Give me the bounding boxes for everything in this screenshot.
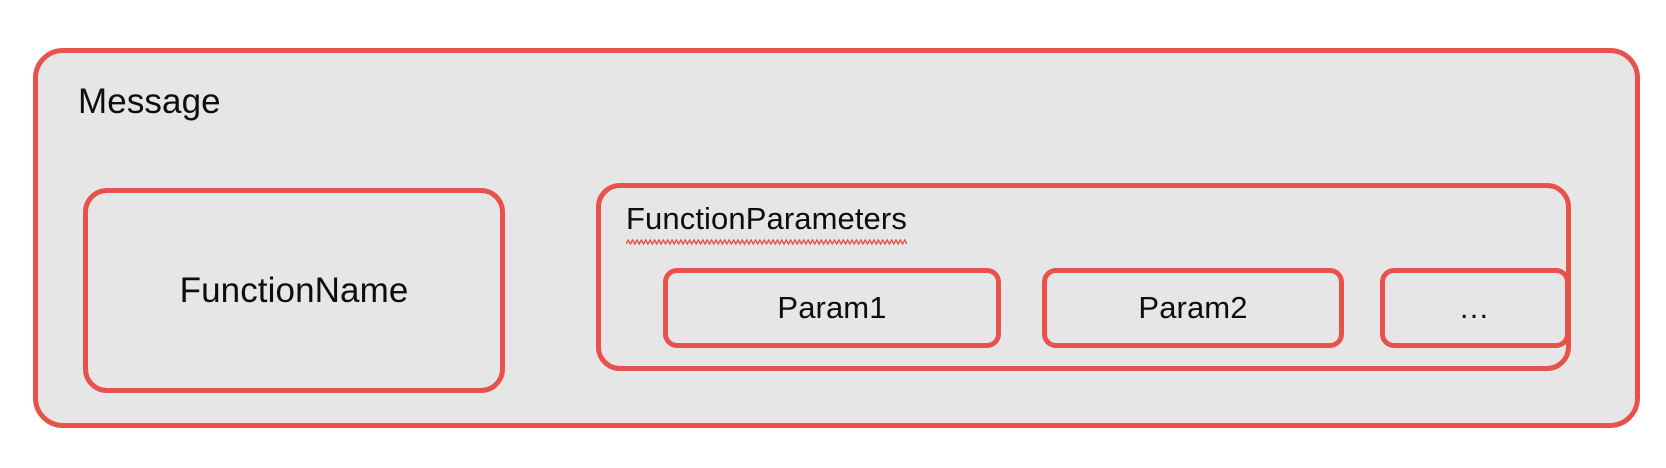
function-parameters-box[interactable]: FunctionParameters Param1 Param2 … [596,183,1571,371]
function-parameters-label-text: FunctionParameters [626,201,907,236]
parameter-chip-label: Param2 [1138,290,1248,325]
function-name-box[interactable]: FunctionName [83,188,505,393]
parameter-chip-ellipsis[interactable]: … [1380,268,1570,348]
parameter-chip-label: Param1 [777,290,887,325]
parameter-chip-row: Param1 Param2 … [601,188,1570,366]
message-container[interactable]: Message FunctionName FunctionParameters [33,48,1640,428]
parameter-chip-label: … [1458,290,1492,325]
function-name-label: FunctionName [179,270,409,310]
parameter-chip[interactable]: Param1 [663,268,1001,348]
message-label: Message [78,82,221,121]
parameter-chip[interactable]: Param2 [1042,268,1344,348]
